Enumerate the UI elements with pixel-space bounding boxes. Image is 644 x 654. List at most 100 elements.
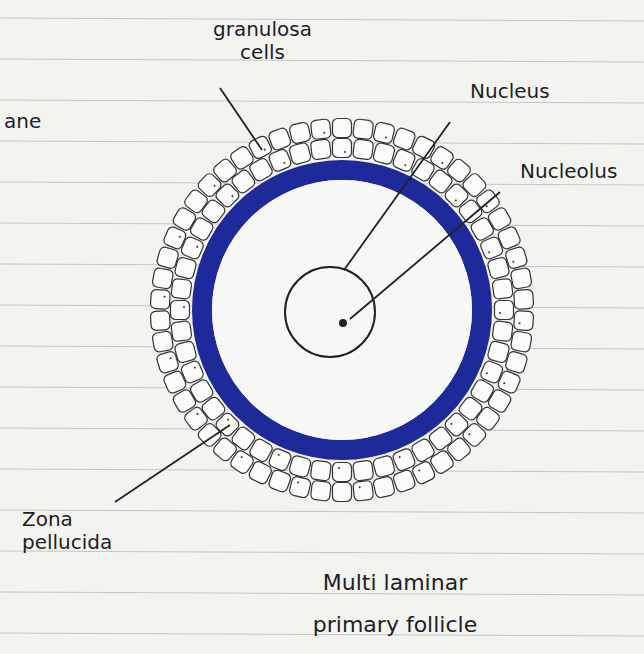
granulosa-cell [150,311,170,331]
cell-outline [310,139,331,160]
cell-dot [323,132,325,134]
cell-outline [162,370,187,395]
nucleus-outline [285,267,375,357]
granulosa-cell [505,246,529,270]
leader-line [115,425,230,502]
label-holder: Zona pellucida [22,508,137,554]
granulosa-cell [150,289,170,309]
cell-dot [418,469,421,472]
granulosa-cell [152,331,174,353]
cell-outline [514,289,534,309]
ruled-line [0,18,644,21]
cell-outline [171,320,192,341]
granulosa-cell [288,455,311,478]
cell-dot [441,162,444,165]
cell-outline [152,331,174,353]
granulosa-cell [162,370,187,395]
granulosa-cell [497,225,522,250]
cell-outline [289,121,312,144]
cell-outline [333,139,352,158]
cell-outline [333,463,352,482]
zona-pellucida [202,170,482,450]
cell-dot [277,454,280,457]
granulosa-cell [268,127,292,151]
granulosa-cell [372,455,395,478]
cell-outline [510,331,532,353]
cell-outline [372,455,395,478]
granulosa-cell [333,483,352,502]
label-holder: Nucleus [470,80,610,103]
ruled-line [0,510,644,513]
granulosa-cell [171,301,190,320]
granulosa-cell [171,278,192,299]
cell-dot [196,412,199,415]
cell-dot [359,486,361,488]
cell-dot [240,456,243,459]
cell-outline [150,311,170,331]
cell-outline [310,480,331,501]
cell-outline [289,476,312,499]
cell-outline [333,119,352,138]
granulosa-cell [152,267,174,289]
cell-outline [492,320,513,341]
granulosa-cell [492,320,513,341]
cell-outline [492,278,513,299]
cell-dot [194,366,197,369]
leader-line [350,192,500,319]
cell-dot [499,312,501,314]
granulosa-cell [353,119,374,140]
cell-dot [231,195,234,198]
granulosa-cell [352,139,373,160]
granulosa-cell [373,476,396,499]
granulosa-cell [288,142,311,165]
cell-outline [352,460,373,481]
granulosa-cell [510,267,532,289]
granulosa-cell [514,289,534,309]
cell-dot [450,422,453,425]
cell-outline [171,278,192,299]
cell-outline [150,289,170,309]
cell-outline [152,267,174,289]
granulosa-cell [352,460,373,481]
cell-outline [333,483,352,502]
cell-dot [503,382,506,385]
oocyte-cytoplasm [212,180,472,440]
cell-dot [404,164,407,167]
caption: Multi laminar primary follicle [285,562,505,646]
granulosa-cell [289,476,312,499]
cell-outline [510,267,532,289]
cell-dot [283,162,286,165]
cell-outline [505,350,529,374]
part-label: ane [4,110,64,133]
granulosa-cell [514,311,534,331]
granulosa-cell [333,463,352,482]
cell-outline [514,311,534,331]
leader-lines [115,88,500,502]
leader-line [220,88,262,150]
cell-outline [372,142,395,165]
cell-outline [352,139,373,160]
granulosa-cell [492,278,513,299]
cell-outline [497,225,522,250]
granulosa-cell [495,301,514,320]
cell-dot [263,148,266,151]
cell-dot [163,296,165,298]
cell-outline [310,119,331,140]
cell-outline [171,301,190,320]
cell-dot [178,235,181,238]
cell-dot [297,481,299,483]
granulosa-cell [289,121,312,144]
cell-outline [268,127,292,151]
cell-dot [213,184,216,187]
cell-dot [512,261,514,263]
granulosa-cell [156,350,180,374]
cell-outline [288,142,311,165]
cell-outline [156,350,180,374]
ruled-lines [0,18,644,636]
cell-outline [392,469,416,493]
cell-dot [486,372,489,375]
part-label: granulosa cells [200,18,325,64]
granulosa-cell [373,121,396,144]
granulosa-cells [150,119,533,502]
cell-outline [353,119,374,140]
